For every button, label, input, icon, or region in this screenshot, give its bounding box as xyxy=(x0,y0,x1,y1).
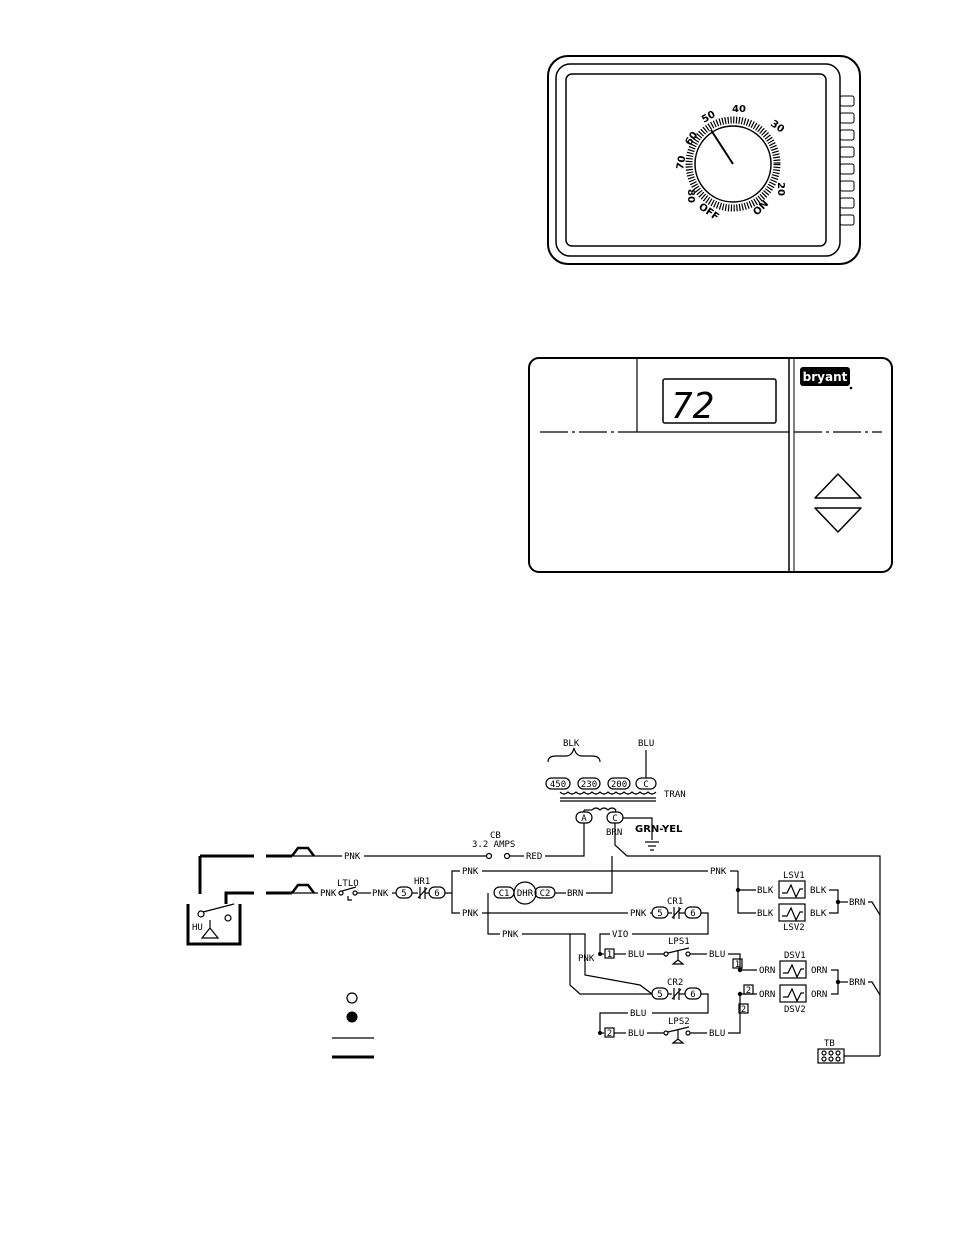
cr1-terminal-5: 5 xyxy=(657,909,662,919)
hr1-label: HR1 xyxy=(414,877,430,887)
circuit-breaker-contact-right xyxy=(505,854,510,859)
dsv2-label: DSV2 xyxy=(784,1005,806,1015)
dial-label-20: 20 xyxy=(775,182,786,196)
label-blu-lps1-out: BLU xyxy=(709,950,725,960)
terminal-block: TB xyxy=(818,1039,880,1063)
ground-symbol xyxy=(645,842,659,850)
label-orn-dsv1-out: ORN xyxy=(811,966,827,976)
digital-thermostat: 72 bryant xyxy=(529,358,892,572)
mark-2-dsv2: 2 xyxy=(746,986,751,996)
label-brn-dsv: BRN xyxy=(849,978,865,988)
label-blk-lsv2-in: BLK xyxy=(757,909,774,919)
label-orn-dsv1-in: ORN xyxy=(759,966,775,976)
label-blk-top: BLK xyxy=(563,739,580,749)
label-blu-lps2-out: BLU xyxy=(709,1029,725,1039)
label-pnk-cr1: PNK xyxy=(630,909,647,919)
label-pnk-l1: PNK xyxy=(344,852,361,862)
dial-label-40: 40 xyxy=(732,104,746,115)
wiring-diagram: BLK BLU 450 230 200 C TRAN A C BRN xyxy=(188,739,880,1063)
cr2-terminal-5: 5 xyxy=(657,990,662,1000)
label-orn-dsv2-in: ORN xyxy=(759,990,775,1000)
label-pnk-upper: PNK xyxy=(462,867,479,877)
hu-label: HU xyxy=(192,923,203,933)
hr1-terminal-5: 5 xyxy=(401,889,406,899)
tran-label: TRAN xyxy=(664,790,686,800)
tap-230: 230 xyxy=(581,780,597,790)
hr1-terminal-6: 6 xyxy=(434,889,439,899)
label-pnk-lsv: PNK xyxy=(710,867,727,877)
legend-junction xyxy=(347,1012,358,1023)
dhr-label: DHR xyxy=(517,889,534,899)
terminal-c: C xyxy=(612,814,617,824)
bryant-logo-text: bryant xyxy=(803,370,848,384)
display-temperature: 72 xyxy=(671,386,714,427)
lsv1-label: LSV1 xyxy=(783,871,805,881)
dhr-terminal-c1: C1 xyxy=(499,889,510,899)
label-pnk-l2: PNK xyxy=(320,889,337,899)
label-blu-top: BLU xyxy=(638,739,654,749)
label-pnk-dhr: PNK xyxy=(502,930,519,940)
label-grn-yel: GRN-YEL xyxy=(635,824,683,835)
dial-thermostat: 80 70 60 50 40 30 20 OFF ON xyxy=(548,56,860,264)
mark-2-lps2-out: 2 xyxy=(741,1005,746,1015)
label-brn-lsv: BRN xyxy=(849,898,865,908)
label-pnk-mid: PNK xyxy=(578,954,595,964)
label-blu-lps2-in: BLU xyxy=(628,1029,644,1039)
mark-2-lps2: 2 xyxy=(607,1029,612,1039)
circuit-breaker-contact-left xyxy=(487,854,492,859)
label-brn-dhr: BRN xyxy=(567,889,583,899)
label-blu-lps1-in: BLU xyxy=(628,950,644,960)
legend-symbols xyxy=(332,993,374,1057)
lps2-label: LPS2 xyxy=(668,1017,690,1027)
cb-rating: 3.2 AMPS xyxy=(472,840,515,850)
tap-200: 200 xyxy=(611,780,627,790)
legend-open-terminal xyxy=(347,993,357,1003)
dial-label-80: 80 xyxy=(685,189,696,203)
dhr-terminal-c2: C2 xyxy=(540,889,551,899)
dsv1-label: DSV1 xyxy=(784,951,806,961)
ltlo-label: LTLO xyxy=(337,879,359,889)
label-vio: VIO xyxy=(612,930,628,940)
cr1-terminal-6: 6 xyxy=(690,909,695,919)
label-blu-cr2: BLU xyxy=(630,1009,646,1019)
mark-1-lps1: 1 xyxy=(607,950,612,960)
label-red: RED xyxy=(526,852,542,862)
label-brn-tran: BRN xyxy=(606,828,622,838)
lsv2-label: LSV2 xyxy=(783,923,805,933)
label-pnk-ltlo: PNK xyxy=(372,889,389,899)
transformer: BLK BLU 450 230 200 C TRAN A C BRN xyxy=(546,739,686,850)
tb-label: TB xyxy=(824,1039,835,1049)
cr2-terminal-6: 6 xyxy=(690,990,695,1000)
terminal-a: A xyxy=(581,814,587,824)
label-blk-lsv1-in: BLK xyxy=(757,886,774,896)
tap-c: C xyxy=(643,780,648,790)
label-blk-lsv1-out: BLK xyxy=(810,886,827,896)
label-pnk-lower: PNK xyxy=(462,909,479,919)
tap-450: 450 xyxy=(550,780,566,790)
humidistat: HU xyxy=(188,893,254,944)
cr2-label: CR2 xyxy=(667,978,683,988)
label-blk-lsv2-out: BLK xyxy=(810,909,827,919)
cr1-label: CR1 xyxy=(667,897,683,907)
lps1-label: LPS1 xyxy=(668,937,690,947)
label-orn-dsv2-out: ORN xyxy=(811,990,827,1000)
